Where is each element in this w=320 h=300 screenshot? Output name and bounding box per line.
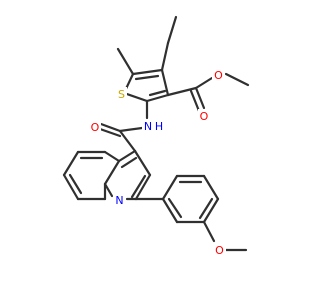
ester-oxygen-label: O — [214, 69, 223, 82]
bond-quin-c4a-c4 — [117, 149, 137, 163]
bond-aryl-c4-c5 — [202, 197, 220, 224]
sulfur-label: S — [118, 88, 125, 101]
bond-nh-carbonyl — [118, 126, 144, 133]
bond-amide-co-double-b — [98, 127, 122, 138]
bond-thiophene-c4-c5 — [131, 68, 164, 76]
ester-oxygen-atom: O — [212, 68, 225, 82]
quinoline-nitrogen-atom: N — [113, 193, 126, 207]
amide-nh-atom: N H — [142, 119, 166, 133]
amide-nitrogen-label: N — [144, 120, 152, 133]
methoxy-oxygen-atom: O — [213, 243, 226, 257]
bond-aryl-c3-c4 — [202, 174, 220, 201]
bond-aryl-c6-c1-double — [167, 197, 183, 219]
bond-thiophene-c3-c4 — [160, 68, 170, 97]
ester-carbonyl-oxygen-atom: O — [198, 109, 210, 123]
bond-ester-co-double-a — [194, 86, 206, 110]
bond-benzo-c7-c8 — [62, 173, 80, 201]
bond-layer — [62, 15, 250, 252]
amide-carbonyl-oxygen-atom: O — [89, 120, 101, 134]
ester-carbonyl-oxygen-label: O — [200, 110, 209, 123]
bond-thiophene-c4-c5-double — [134, 74, 160, 81]
bond-ester-c-o — [194, 76, 214, 90]
sulfur-atom: S — [116, 87, 127, 101]
bond-ethyl-ch2 — [160, 41, 170, 72]
bond-quin-c8a-c4a — [103, 159, 121, 186]
bond-thiophene-s-c2 — [122, 91, 149, 103]
atom-label-layer: S O O N H O N O — [89, 68, 226, 257]
bond-aryl-c4-c5-double — [198, 197, 214, 220]
bond-thiophene-c2-c3 — [145, 93, 170, 103]
methoxy-oxygen-label: O — [215, 244, 224, 257]
bond-benzo-c7-c8-double — [68, 173, 83, 195]
bond-ester-c3-carbon — [166, 86, 198, 97]
bond-aryl-o — [202, 220, 216, 243]
bond-quin-c3-c2 — [134, 173, 152, 201]
bond-quin-c4-c3 — [133, 149, 152, 177]
bond-benzo-c4a-c5 — [103, 150, 121, 163]
bond-methyl — [116, 47, 135, 76]
bond-ethyl-ch3 — [166, 15, 178, 45]
bond-aryl-c6-c1 — [161, 197, 179, 224]
bond-amide-co-double-a — [99, 122, 122, 133]
bond-thiophene-c2-c3-double — [148, 89, 167, 97]
amide-hydrogen-label: H — [155, 120, 163, 133]
bond-quin-c4a-c4-double — [120, 156, 138, 169]
bond-ester-co-double-b — [189, 89, 201, 113]
bond-quin-n1-c8a — [103, 182, 114, 198]
bond-ester-o-ch3 — [224, 72, 250, 87]
amide-carbonyl-oxygen-label: O — [91, 121, 100, 134]
quinoline-nitrogen-label: N — [115, 194, 123, 207]
bond-carbonyl-quinoline-c4 — [118, 129, 137, 153]
bond-aryl-c1-c2 — [161, 174, 179, 201]
bond-benzo-c6-c7 — [62, 150, 80, 177]
bond-quin-c3-c2-double — [130, 174, 147, 199]
molecule-structure-diagram: S O O N H O N O — [62, 15, 250, 257]
